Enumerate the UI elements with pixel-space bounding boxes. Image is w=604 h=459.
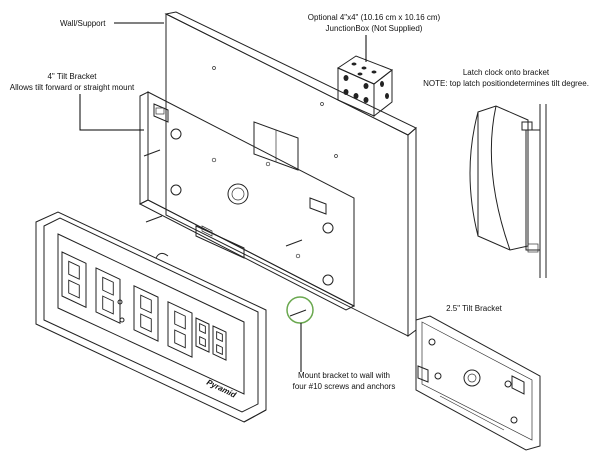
label-junction-box: Optional 4"x4" (10.16 cm x 10.16 cm) Jun…	[308, 13, 441, 62]
wall-support-panel	[164, 11, 417, 337]
mounting-screws	[143, 149, 307, 317]
latched-clock-side-view	[469, 104, 547, 278]
latch-label-line1: Latch clock onto bracket	[463, 68, 550, 77]
latch-label-line2: NOTE: top latch positiondetermines tilt …	[423, 79, 589, 88]
colon-dot	[119, 317, 125, 323]
colon-dot	[117, 299, 123, 305]
mount-label-line2: four #10 screws and anchors	[293, 382, 396, 391]
seconds-digit-0	[195, 317, 210, 353]
label-tilt-bracket-2-5in: 2.5" Tilt Bracket	[446, 304, 503, 313]
label-mount-bracket: Mount bracket to wall with four #10 scre…	[293, 323, 396, 391]
wall-support-label: Wall/Support	[60, 19, 106, 28]
junction-box-label-line1: Optional 4"x4" (10.16 cm x 10.16 cm)	[308, 13, 441, 22]
main-digit-0	[61, 251, 87, 309]
junction-box	[336, 55, 394, 118]
tilt-bracket-2-5in-label: 2.5" Tilt Bracket	[446, 304, 503, 313]
tilt-bracket-4in-label-line2: Allows tilt forward or straight mount	[10, 83, 135, 92]
seconds-digit-1	[212, 325, 227, 361]
mount-label-line1: Mount bracket to wall with	[298, 371, 390, 380]
label-tilt-bracket-4in: 4" Tilt Bracket Allows tilt forward or s…	[10, 72, 144, 131]
junction-box-label-line2: JunctionBox (Not Supplied)	[326, 24, 423, 33]
screw-highlight-circle	[286, 296, 314, 324]
clock-display	[35, 211, 267, 423]
main-digit-2	[133, 285, 159, 342]
tilt-bracket-4in-label-line1: 4" Tilt Bracket	[47, 72, 97, 81]
tilt-bracket-4in	[138, 91, 356, 311]
main-digit-3	[167, 301, 193, 358]
main-digit-1	[95, 267, 121, 325]
tilt-bracket-2-5in	[415, 315, 541, 451]
label-wall-support: Wall/Support	[60, 19, 164, 28]
clock-digits	[61, 251, 227, 361]
label-latch-clock: Latch clock onto bracket NOTE: top latch…	[423, 68, 589, 88]
